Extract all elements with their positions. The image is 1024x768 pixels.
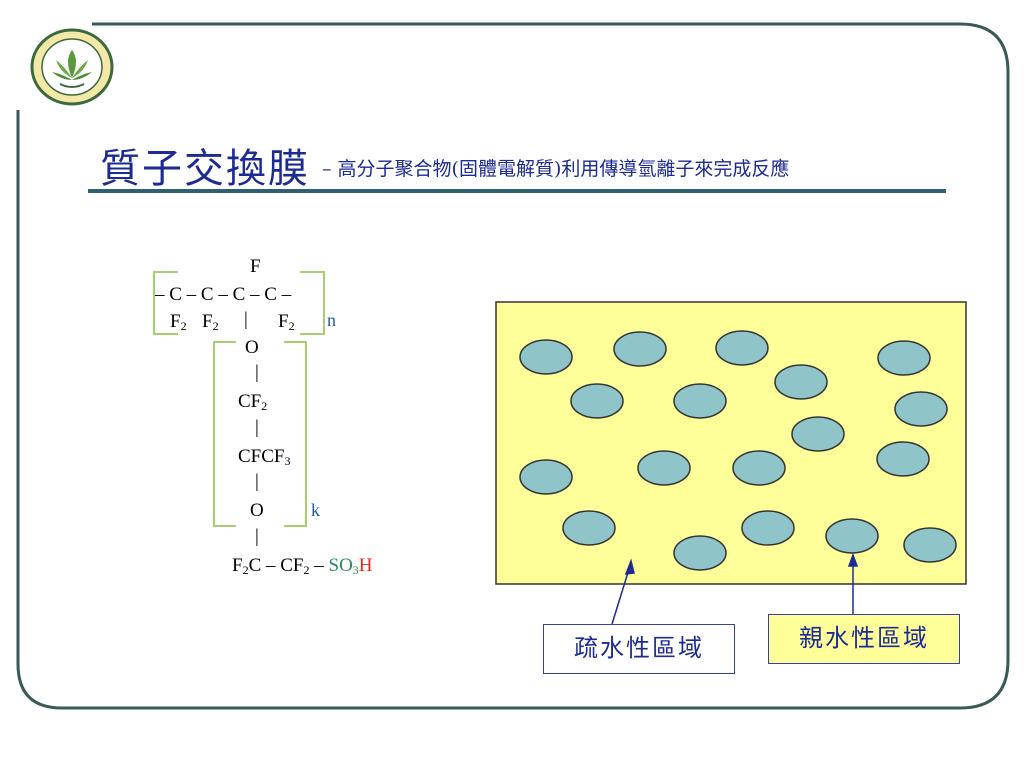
hydrophobic-callout: 疏水性區域 [543, 624, 735, 674]
ion-cluster [774, 364, 828, 400]
ion-cluster [877, 340, 931, 376]
ion-cluster [791, 416, 845, 452]
atom-f-top: F [250, 256, 261, 277]
ion-cluster [519, 339, 573, 375]
ion-cluster [741, 510, 795, 546]
backbone-chain: – C – C – C – C – [155, 284, 292, 305]
ion-cluster [562, 510, 616, 546]
group-f2-c: F2 [278, 311, 295, 333]
ion-cluster [673, 535, 727, 571]
ion-cluster [715, 330, 769, 366]
atom-o-1: O [245, 337, 259, 358]
bracket-k-left [213, 341, 236, 527]
slide-frame [16, 22, 1010, 710]
ion-cluster [825, 518, 879, 554]
bond-vertical-1: | [244, 309, 248, 330]
bond-vertical-2: | [255, 362, 259, 383]
ion-cluster [903, 527, 957, 563]
ion-cluster [876, 441, 930, 477]
bond-vertical-3: | [255, 417, 259, 438]
slide-title: 質子交換膜 [100, 146, 310, 192]
slide-subtitle: – 高分子聚合物(固體電解質)利用傳導氫離子來完成反應 [322, 158, 790, 180]
ion-cluster [894, 391, 948, 427]
bond-vertical-5: | [255, 526, 259, 547]
group-f2-a: F2 [170, 311, 187, 333]
bracket-n-left [153, 271, 178, 335]
repeat-label-k: k [311, 500, 320, 520]
ion-clusters [519, 330, 957, 571]
ion-cluster [732, 450, 786, 486]
bracket-n-right [300, 271, 325, 335]
atom-o-2: O [250, 500, 264, 521]
repeat-label-n: n [327, 310, 336, 330]
hydrophilic-callout: 親水性區域 [768, 614, 960, 664]
proton-h: H [358, 555, 373, 576]
bond-vertical-4: | [255, 471, 259, 492]
sulfonic-tail: F2C – CF2 – SO3H [232, 555, 373, 577]
ion-cluster [570, 383, 624, 419]
ion-cluster [519, 459, 573, 495]
ion-cluster [613, 331, 667, 367]
bracket-k-right [284, 341, 307, 527]
ion-cluster [637, 450, 691, 486]
group-f2-b: F2 [202, 311, 219, 333]
group-cfcf3: CFCF3 [238, 446, 291, 468]
ion-cluster [673, 383, 727, 419]
hydrophobic-arrow [611, 565, 631, 625]
group-cf2: CF2 [238, 391, 268, 413]
callout-arrows [611, 552, 859, 625]
so3-group: SO3 [328, 555, 359, 577]
university-logo [30, 28, 114, 106]
